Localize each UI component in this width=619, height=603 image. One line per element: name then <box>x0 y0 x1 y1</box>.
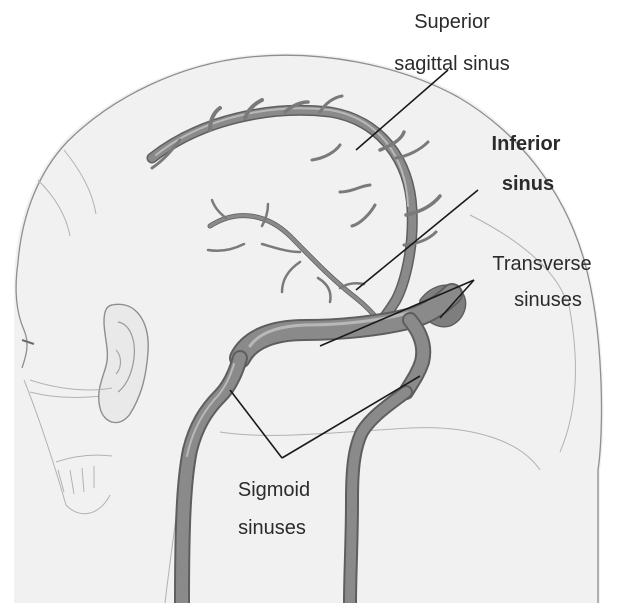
label-superior-line2: sagittal sinus <box>394 53 510 75</box>
label-transverse-line1: Transverse <box>492 253 591 275</box>
label-transverse-line2: sinuses <box>514 289 582 311</box>
label-sigmoid-line2: sinuses <box>238 517 306 539</box>
label-superior-line1: Superior <box>414 11 490 33</box>
label-inferior-line1: Inferior <box>492 133 561 155</box>
label-sigmoid-line1: Sigmoid <box>238 479 310 501</box>
label-inferior-line2: sinus <box>502 173 554 195</box>
